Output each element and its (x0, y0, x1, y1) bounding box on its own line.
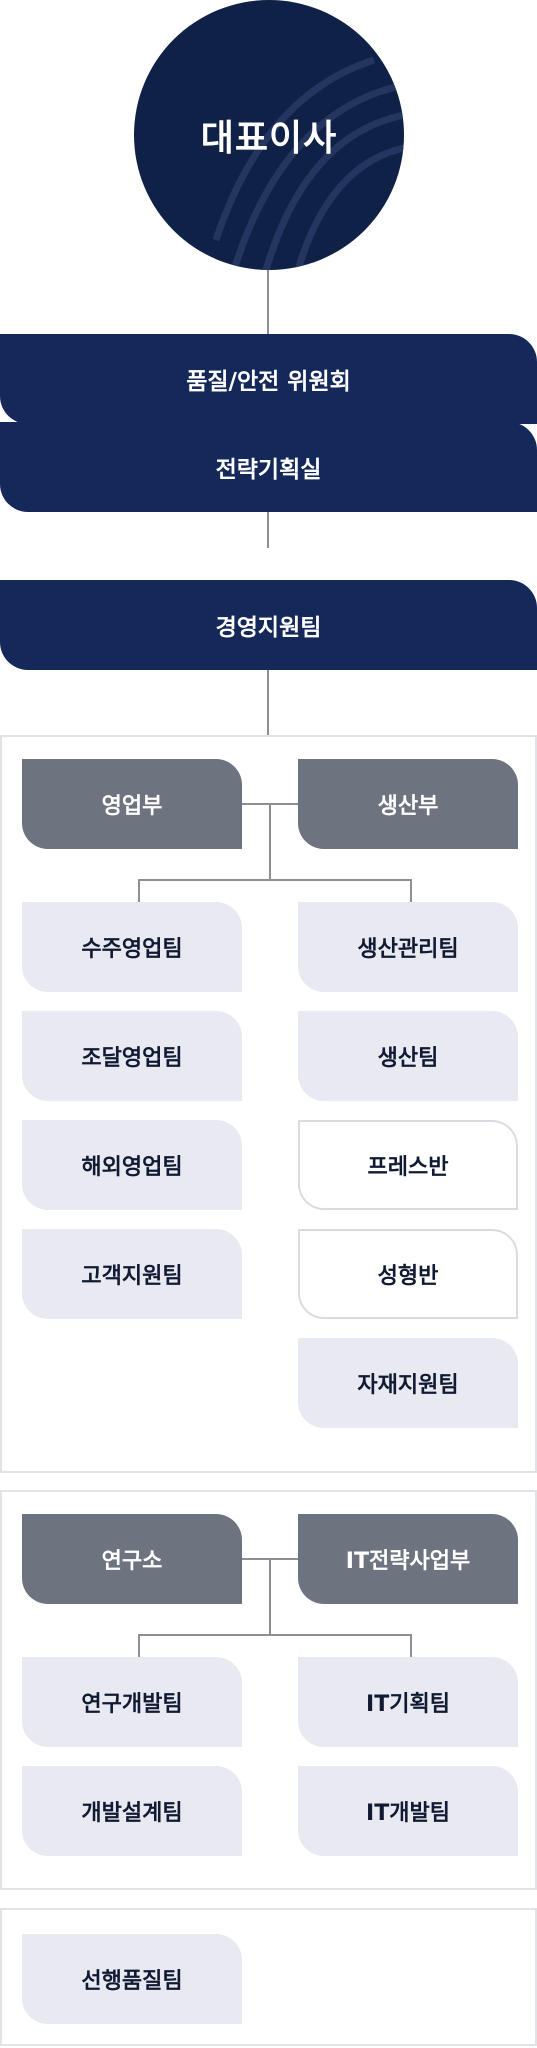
team-label: 선행품질팀 (81, 1969, 183, 1994)
team-label: 생산관리팀 (357, 937, 459, 962)
division-label: 생산부 (377, 794, 439, 819)
connector-line (410, 879, 412, 902)
team-label: 해외영업팀 (81, 1155, 183, 1180)
group-panel-research-it: 연구소 IT전략사업부 연구개발팀 개발설계팀 IT기획팀 IT개발팀 (0, 1490, 537, 1890)
team-order-sales: 수주영업팀 (22, 902, 242, 992)
leaf-watermark-icon (212, 56, 404, 270)
team-production: 생산팀 (298, 1011, 518, 1101)
connector-line (269, 803, 271, 881)
team-development-design: 개발설계팀 (22, 1766, 242, 1856)
connector-line (410, 1634, 412, 1657)
unit-molding: 성형반 (298, 1229, 518, 1319)
team-label: 연구개발팀 (81, 1692, 183, 1717)
team-it-planning: IT기획팀 (298, 1657, 518, 1747)
team-label: 수주영업팀 (81, 937, 183, 962)
team-procurement-sales: 조달영업팀 (22, 1011, 242, 1101)
division-research-lab: 연구소 (22, 1514, 242, 1604)
connector-line (267, 508, 269, 548)
connector-line (138, 1634, 412, 1636)
strategy-planning-office-bar: 전략기획실 (0, 422, 537, 512)
team-label: 조달영업팀 (81, 1046, 183, 1071)
connector-line (138, 879, 412, 881)
division-sales: 영업부 (22, 759, 242, 849)
team-advanced-quality: 선행품질팀 (22, 1934, 242, 2024)
connector-line (269, 1558, 271, 1636)
connector-line (267, 268, 269, 334)
division-label: IT전략사업부 (345, 1549, 471, 1574)
bar-label: 품질/안전 위원회 (186, 369, 351, 395)
division-label: 연구소 (101, 1549, 163, 1574)
bar-label: 전략기획실 (215, 457, 322, 483)
team-label: IT개발팀 (366, 1801, 450, 1826)
team-label: 생산팀 (377, 1046, 439, 1071)
team-rnd: 연구개발팀 (22, 1657, 242, 1747)
team-overseas-sales: 해외영업팀 (22, 1120, 242, 1210)
bar-label: 경영지원팀 (215, 615, 322, 641)
group-panel-sales-production: 영업부 생산부 수주영업팀 조달영업팀 해외영업팀 고객지원팀 생산관리팀 생산… (0, 735, 537, 1473)
ceo-label: 대표이사 (200, 118, 338, 159)
team-production-management: 생산관리팀 (298, 902, 518, 992)
team-label: 프레스반 (367, 1155, 449, 1180)
division-production: 생산부 (298, 759, 518, 849)
connector-line (267, 670, 269, 735)
team-it-development: IT개발팀 (298, 1766, 518, 1856)
team-materials-support: 자재지원팀 (298, 1338, 518, 1428)
group-panel-advanced-quality: 선행품질팀 (0, 1908, 537, 2046)
connector-line (138, 1634, 140, 1657)
quality-safety-committee-bar: 품질/안전 위원회 (0, 334, 537, 424)
ceo-node: 대표이사 (134, 0, 404, 270)
team-label: 개발설계팀 (81, 1801, 183, 1826)
management-support-team-bar: 경영지원팀 (0, 580, 537, 670)
division-label: 영업부 (101, 794, 163, 819)
division-it-strategy: IT전략사업부 (298, 1514, 518, 1604)
team-label: 성형반 (377, 1264, 439, 1289)
connector-line (138, 879, 140, 902)
team-label: 자재지원팀 (357, 1373, 459, 1398)
team-label: IT기획팀 (366, 1692, 450, 1717)
unit-press: 프레스반 (298, 1120, 518, 1210)
team-label: 고객지원팀 (81, 1264, 183, 1289)
team-customer-support: 고객지원팀 (22, 1229, 242, 1319)
